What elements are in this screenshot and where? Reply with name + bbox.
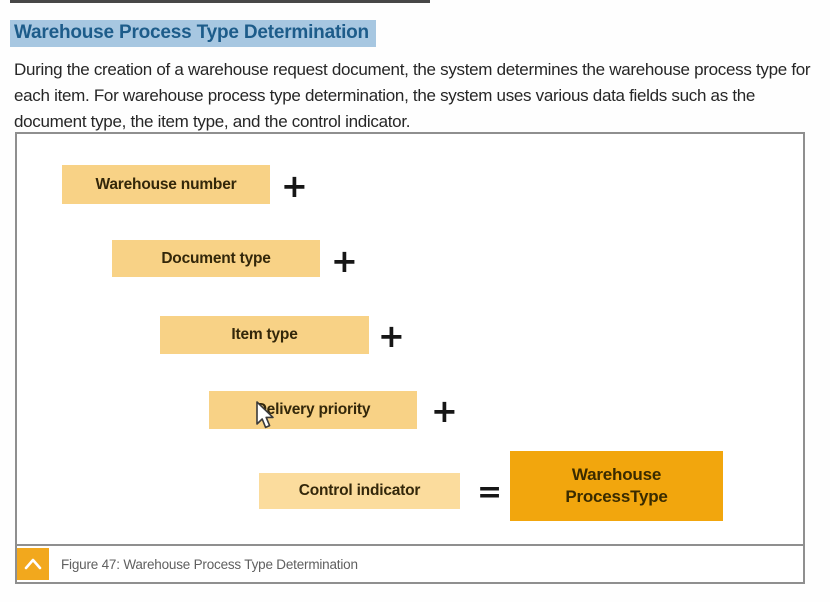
- diagram-box-control-indicator: Control indicator: [259, 473, 460, 509]
- page-title: Warehouse Process Type Determination: [10, 19, 376, 47]
- diagram-box-delivery-priority: Delivery priority: [209, 391, 417, 429]
- figure-caption-text: Figure 47: Warehouse Process Type Determ…: [61, 556, 358, 572]
- diagram-box-warehouse-process-type: Warehouse ProcessType: [510, 451, 723, 521]
- figure-frame: Warehouse number + Document type + Item …: [15, 132, 805, 584]
- equals-operator: =: [477, 475, 502, 510]
- plus-operator: +: [378, 317, 405, 355]
- figure-caption-bar: Figure 47: Warehouse Process Type Determ…: [17, 544, 803, 582]
- diagram-box-item-type: Item type: [160, 316, 369, 354]
- intro-paragraph: During the creation of a warehouse reque…: [14, 60, 811, 131]
- top-divider-bar: [10, 0, 430, 3]
- plus-operator: +: [331, 242, 358, 280]
- result-line-1: Warehouse: [571, 465, 662, 484]
- diagram-box-warehouse-number: Warehouse number: [62, 165, 270, 204]
- process-type-diagram: Warehouse number + Document type + Item …: [17, 134, 803, 546]
- chevron-up-icon[interactable]: [17, 548, 49, 580]
- plus-operator: +: [281, 167, 308, 205]
- plus-operator: +: [431, 392, 458, 430]
- result-line-2: ProcessType: [565, 487, 668, 506]
- diagram-box-document-type: Document type: [112, 240, 320, 277]
